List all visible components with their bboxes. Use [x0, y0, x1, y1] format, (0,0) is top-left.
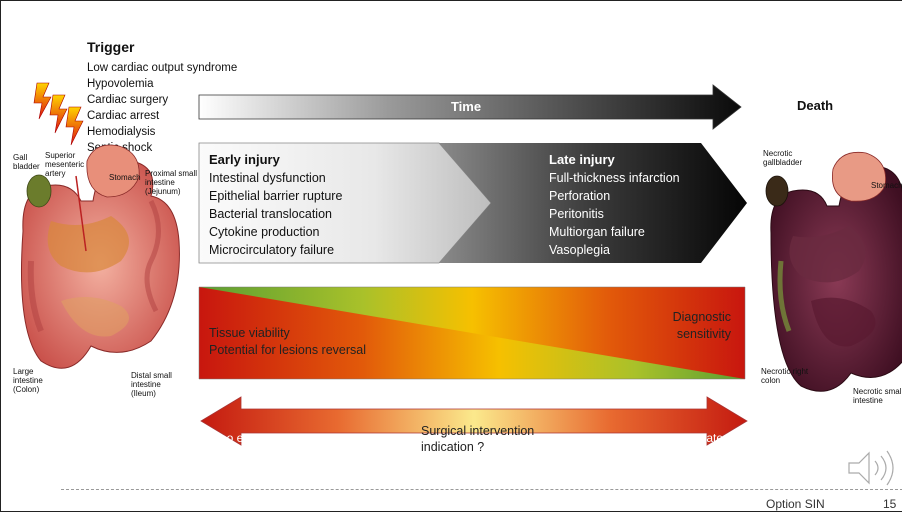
too-early-label: Too early: [214, 431, 263, 445]
late-injury-list: Late injury Full-thickness infarction Pe…: [549, 151, 680, 259]
time-arrow: [198, 84, 742, 130]
diagnostic-sensitivity-label: Diagnostic sensitivity: [672, 310, 731, 341]
label-stomach: Stomach: [109, 173, 141, 182]
tissue-viability-label: Tissue viability Potential for lesions r…: [209, 326, 367, 357]
early-injury-title: Early injury: [209, 152, 280, 167]
late-injury-title: Late injury: [549, 152, 615, 167]
label-right-stomach: Stomach: [871, 181, 902, 190]
necrotic-intestine-illustration: [765, 151, 902, 392]
trigger-item: Low cardiac output syndrome: [87, 62, 238, 74]
late-injury-box: [439, 143, 747, 263]
trigger-item: Cardiac surgery: [87, 94, 169, 106]
trigger-item: Hemodialysis: [87, 126, 156, 138]
speaker-icon[interactable]: [848, 450, 894, 486]
page-number: 15: [883, 497, 897, 511]
healthy-intestine-illustration: [21, 144, 180, 369]
death-label: Death: [797, 98, 834, 113]
early-injury-item: Epithelial barrier rupture: [209, 189, 343, 203]
surgical-intervention-label: Surgical intervention indication ?: [421, 424, 535, 454]
time-label: Time: [450, 99, 482, 114]
trigger-list: Low cardiac output syndrome Hypovolemia …: [87, 60, 237, 156]
late-injury-item: Perforation: [549, 189, 611, 203]
early-injury-item: Bacterial translocation: [209, 207, 332, 221]
early-injury-item: Cytokine production: [209, 225, 320, 239]
late-injury-item: Multiorgan failure: [549, 225, 645, 239]
viability-gradient-bar: [198, 286, 746, 380]
late-injury-item: Peritonitis: [549, 207, 604, 221]
trigger-item: Cardiac arrest: [87, 110, 160, 122]
footer-text: Option SIN: [766, 497, 825, 511]
early-injury-item: Microcirculatory failure: [209, 243, 335, 257]
late-injury-item: Vasoplegia: [549, 243, 610, 257]
trigger-item: Hypovolemia: [87, 78, 154, 90]
too-late-label: Too late: [681, 431, 724, 445]
intervention-double-arrow: [200, 396, 748, 446]
lightning-bolt-icon: [33, 82, 84, 146]
late-injury-item: Full-thickness infarction: [549, 171, 680, 185]
early-injury-item: Intestinal dysfunction: [209, 171, 326, 185]
trigger-title: Trigger: [87, 39, 135, 55]
footer-divider: [61, 489, 902, 490]
early-injury-list: Early injury Intestinal dysfunction Epit…: [209, 151, 342, 259]
